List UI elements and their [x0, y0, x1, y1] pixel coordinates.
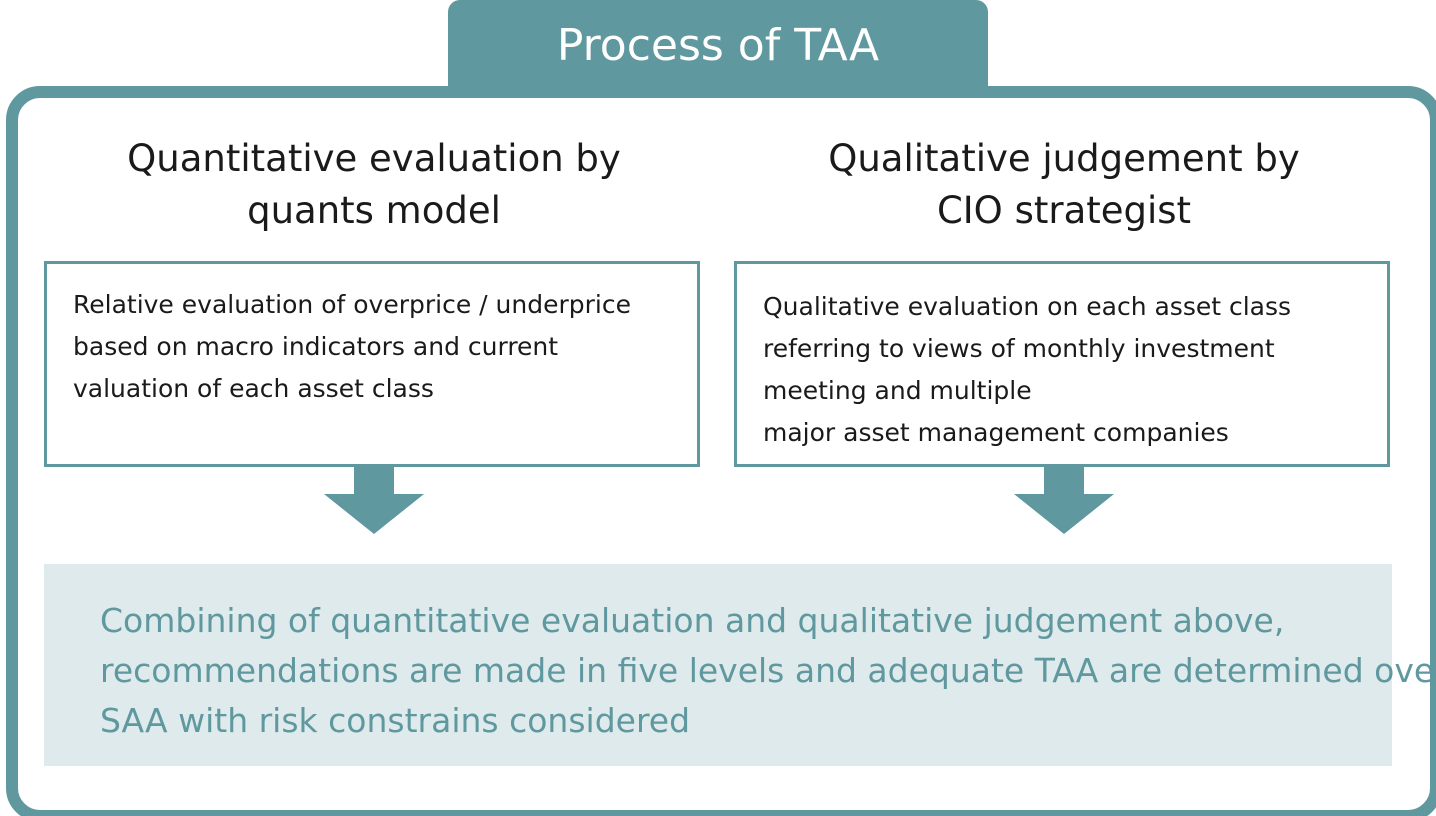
title-tab: Process of TAA	[448, 0, 988, 96]
qualitative-heading: Qualitative judgement by CIO strategist	[734, 133, 1394, 237]
result-description: Combining of quantitative evaluation and…	[100, 596, 1436, 746]
quantitative-description-line: based on macro indicators and current	[73, 332, 559, 361]
result-line: Combining of quantitative evaluation and…	[100, 601, 1285, 640]
result-panel: Combining of quantitative evaluation and…	[44, 564, 1436, 766]
down-arrow-icon	[324, 464, 424, 534]
quantitative-description-box: Relative evaluation of overprice / under…	[44, 261, 700, 467]
qualitative-description-line: referring to views of monthly investment	[763, 334, 1275, 363]
diagram-title: Process of TAA	[556, 20, 880, 71]
result-line: SAA with risk constrains considered	[100, 701, 691, 740]
quantitative-heading-line: quants model	[247, 189, 501, 232]
qualitative-heading-line: CIO strategist	[936, 189, 1192, 232]
qualitative-description-box: Qualitative evaluation on each asset cla…	[734, 261, 1390, 467]
quantitative-description-line: valuation of each asset class	[73, 374, 434, 403]
result-line: recommendations are made in five levels …	[100, 651, 1436, 690]
quantitative-description-line: Relative evaluation of overprice / under…	[73, 290, 631, 319]
down-arrow-icon	[1014, 464, 1114, 534]
qualitative-description: Qualitative evaluation on each asset cla…	[763, 286, 1291, 454]
quantitative-heading-line: Quantitative evaluation by	[127, 137, 621, 180]
qualitative-heading-line: Qualitative judgement by	[828, 137, 1300, 180]
quantitative-heading: Quantitative evaluation by quants model	[44, 133, 704, 237]
quantitative-description: Relative evaluation of overprice / under…	[73, 284, 631, 410]
qualitative-description-line: meeting and multiple	[763, 376, 1032, 405]
qualitative-description-line: Qualitative evaluation on each asset cla…	[763, 292, 1292, 321]
qualitative-description-line: major asset management companies	[763, 418, 1229, 447]
